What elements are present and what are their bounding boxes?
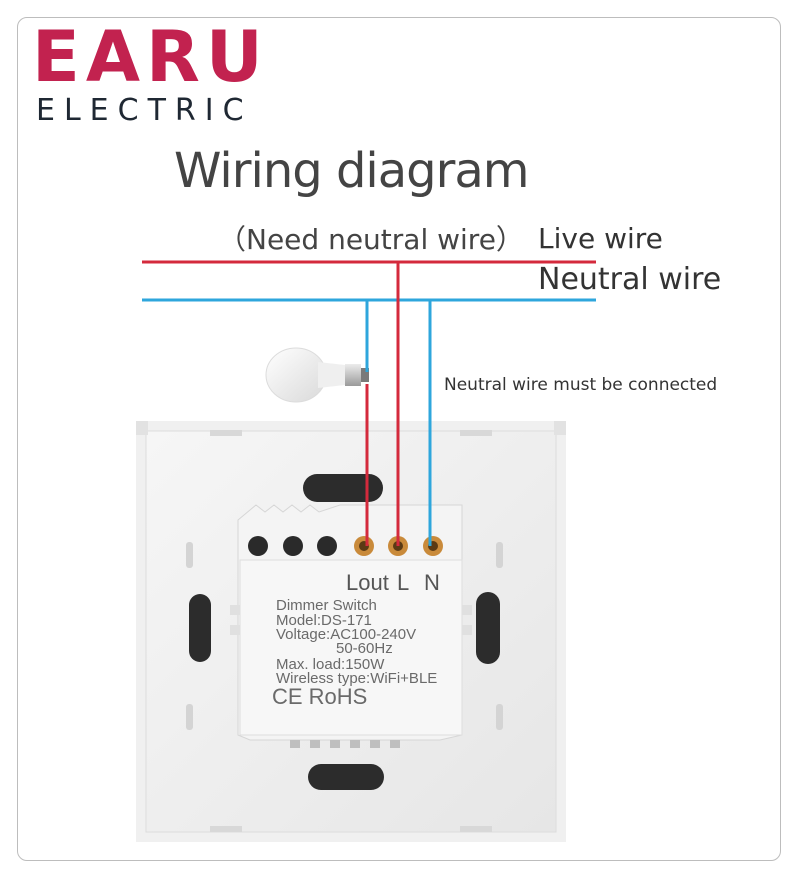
product-name: Dimmer Switch xyxy=(276,597,377,614)
wall-plate xyxy=(136,421,566,842)
light-bulb-icon xyxy=(265,347,369,403)
neutral-note: Neutral wire must be connected xyxy=(444,375,718,395)
diagram-subtitle: （Need neutral wire） xyxy=(218,223,524,256)
brand-subtitle: ELECTRIC xyxy=(36,93,253,128)
diagram-title: Wiring diagram xyxy=(174,143,530,199)
certification-marks: CE RoHS xyxy=(272,684,368,709)
max-load: Max. load:150W xyxy=(276,656,385,673)
terminal-lout-label: Lout xyxy=(346,570,389,595)
wireless-type: Wireless type:WiFi+BLE xyxy=(276,670,438,687)
terminal-n-label: N xyxy=(424,570,440,595)
image-frame xyxy=(17,17,781,861)
wires xyxy=(142,260,596,546)
brand-logo: EARU xyxy=(32,16,269,98)
live-wire-label: Live wire xyxy=(538,222,663,255)
voltage-rating: Voltage:AC100-240V xyxy=(276,626,417,643)
terminal-l-label: L xyxy=(397,570,410,595)
dimmer-module xyxy=(230,504,472,748)
neutral-wire-label: Neutral wire xyxy=(538,262,722,297)
model-number: Model:DS-171 xyxy=(276,612,372,629)
frequency-rating: 50-60Hz xyxy=(336,640,393,657)
